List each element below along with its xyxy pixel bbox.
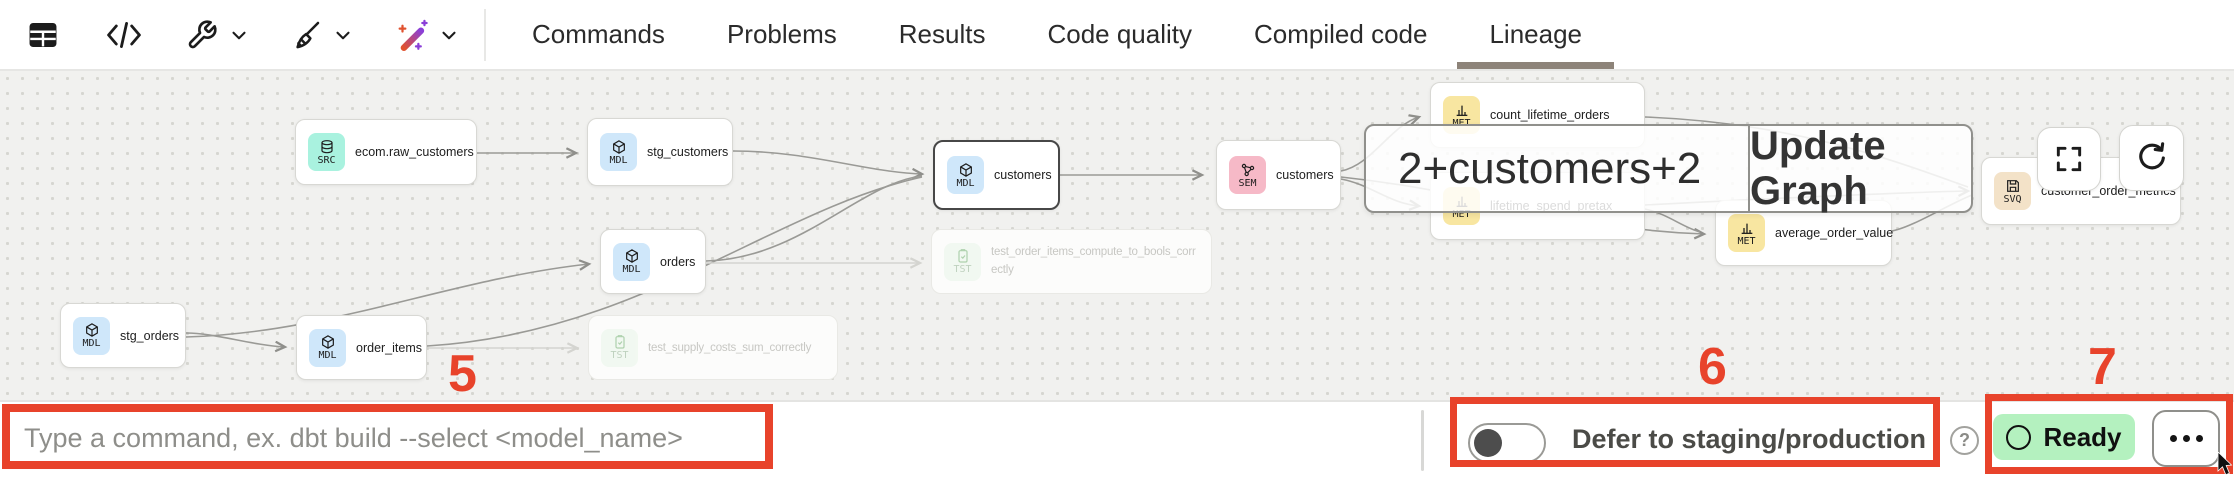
bar-chart-icon (1741, 223, 1752, 234)
test-clipboard-icon (957, 249, 968, 263)
defer-toggle[interactable] (1468, 423, 1546, 463)
test-badge: TST (601, 328, 638, 367)
test-badge: TST (944, 242, 981, 281)
command-input[interactable] (12, 412, 764, 464)
update-graph-button[interactable]: Update Graph (1750, 123, 1886, 213)
toolbar: Commands Problems Results Code quality C… (0, 0, 2234, 71)
chevron-down-icon (232, 31, 246, 39)
cube-icon (625, 249, 638, 263)
chevron-down-icon (336, 31, 350, 39)
lineage-node-test-supply-costs[interactable]: TST test_supply_costs_sum_correctly (588, 315, 838, 380)
toolbar-divider (484, 8, 486, 61)
magic-wand-icon[interactable] (394, 11, 460, 59)
toggle-knob (1474, 429, 1502, 457)
source-badge: SRC (308, 133, 345, 171)
lineage-node-test-order-items[interactable]: TST test_order_items_compute_to_bools_co… (931, 229, 1212, 294)
lineage-node-stg-customers[interactable]: MDL stg_customers (587, 118, 733, 186)
ellipsis-icon (2169, 435, 2177, 442)
status-bar: Defer to staging/production ? Ready (0, 400, 2234, 478)
selector-input[interactable]: 2+customers+2 (1366, 126, 1750, 211)
model-badge: MDL (613, 242, 650, 281)
refresh-button[interactable] (2119, 125, 2184, 191)
tab-problems[interactable]: Problems (726, 19, 837, 49)
semantic-model-badge: SEM (1229, 156, 1266, 194)
chevron-down-icon (442, 31, 456, 39)
lineage-node-customers-semantic[interactable]: SEM customers (1216, 140, 1341, 210)
database-icon (320, 139, 333, 153)
statusbar-divider (1421, 410, 1424, 471)
tab-compiled-code[interactable]: Compiled code (1254, 19, 1428, 49)
lineage-node-order-items[interactable]: MDL order_items (296, 315, 427, 380)
model-badge: MDL (947, 156, 984, 194)
ellipsis-icon (2182, 435, 2190, 442)
model-badge: MDL (309, 328, 346, 367)
bar-chart-icon (1456, 105, 1467, 116)
status-circle-icon (2006, 424, 2032, 450)
saved-query-badge: SVQ (1994, 172, 2031, 210)
wrench-icon[interactable] (186, 11, 250, 59)
active-tab-underline (1457, 62, 1614, 69)
refresh-icon (2138, 142, 2165, 170)
tab-lineage[interactable]: Lineage (1457, 0, 1614, 69)
status-ready-button[interactable]: Ready (1993, 414, 2135, 460)
lineage-selector: 2+customers+2 Update Graph (1364, 124, 1973, 213)
lineage-node-customers-model[interactable]: MDL customers (933, 140, 1060, 210)
table-icon[interactable] (26, 11, 60, 59)
broom-icon[interactable] (290, 11, 354, 59)
panel-tabs: Commands Problems Results Code quality C… (506, 0, 1614, 69)
lineage-node-ecom-raw-customers[interactable]: SRC ecom.raw_customers (295, 119, 477, 185)
cube-icon (959, 162, 972, 177)
floppy-disk-icon (2006, 179, 2019, 192)
cube-icon (321, 335, 334, 349)
model-badge: MDL (73, 316, 110, 355)
fullscreen-icon (2056, 146, 2082, 172)
fullscreen-button[interactable] (2037, 127, 2101, 191)
overflow-menu-button[interactable] (2152, 410, 2220, 467)
tab-results[interactable]: Results (898, 19, 986, 49)
help-icon[interactable]: ? (1950, 426, 1979, 455)
code-icon[interactable] (106, 11, 142, 59)
metric-badge: MET (1728, 214, 1765, 252)
cube-icon (612, 139, 625, 154)
cube-icon (85, 323, 98, 337)
lineage-node-orders[interactable]: MDL orders (600, 229, 706, 294)
lineage-graph-canvas[interactable]: SRC ecom.raw_customers MDL stg_customers… (0, 71, 2234, 400)
defer-toggle-label: Defer to staging/production (1572, 424, 1926, 454)
model-badge: MDL (600, 133, 637, 171)
test-clipboard-icon (614, 335, 625, 349)
tab-commands[interactable]: Commands (532, 19, 665, 49)
semantic-graph-icon (1241, 163, 1254, 176)
tab-code-quality[interactable]: Code quality (1047, 19, 1193, 49)
ellipsis-icon (2195, 435, 2203, 442)
lineage-node-stg-orders[interactable]: MDL stg_orders (60, 303, 186, 368)
